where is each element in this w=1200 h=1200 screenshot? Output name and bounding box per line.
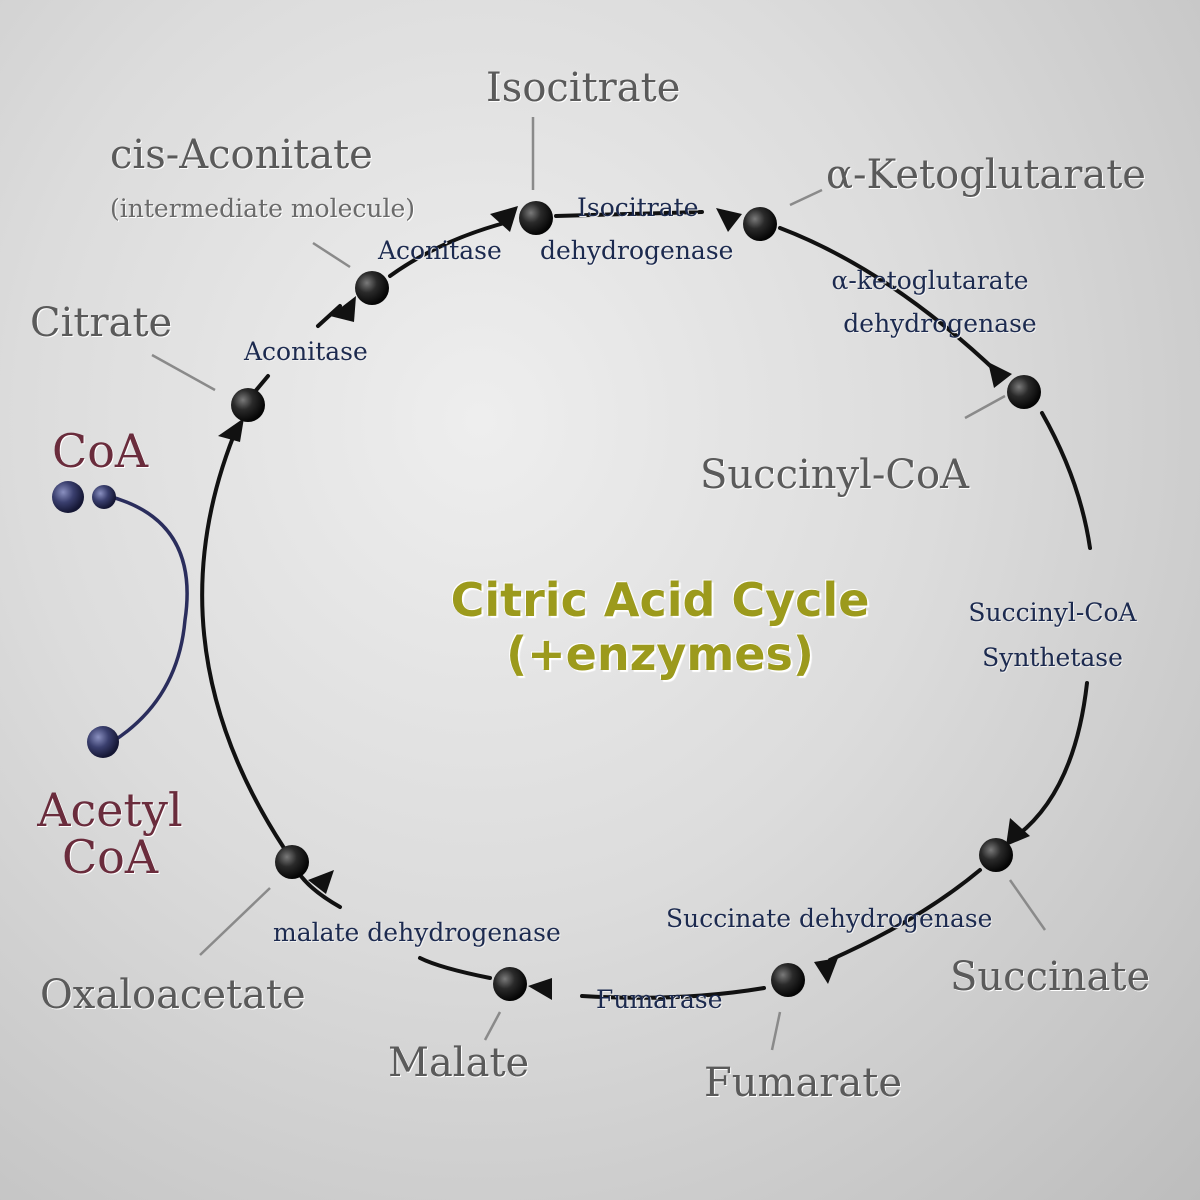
malate-node [493,967,527,1001]
enzyme-akg-dehydrogenase-line2: dehydrogenase [843,309,1037,338]
molecule-citrate: Citrate [30,300,173,346]
succinate-node [979,838,1013,872]
input-acetyl-coa-line1: Acetyl [37,783,183,837]
molecule-cis-aconitate-note: (intermediate molecule) [110,194,416,223]
succinyl-coa-node [1007,375,1041,409]
coa-link-line [107,494,189,744]
enzyme-aconitase-upper: Aconitase [378,236,502,265]
enzyme-malate-dehydrogenase: malate dehydrogenase [273,918,561,947]
arrowheads [218,206,1030,1000]
cis-aconitate-node [355,271,389,305]
enzyme-isocitrate-dehydrogenase-line1: Isocitrate [577,193,699,222]
molecule-oxaloacetate: Oxaloacetate [40,972,306,1018]
enzyme-succinyl-coa-synthetase-line2: Synthetase [982,643,1123,672]
enzyme-succinate-dehydrogenase: Succinate dehydrogenase [666,904,993,933]
oxaloacetate-node [275,845,309,879]
enzyme-aconitase-lower: Aconitase [244,337,368,366]
input-acetyl-coa-line2: CoA [61,830,159,884]
enzyme-succinyl-coa-synthetase-line1: Succinyl-CoA [968,598,1137,627]
molecule-succinyl-coa: Succinyl-CoA [700,452,970,498]
fumarate-node [771,963,805,997]
molecule-fumarate: Fumarate [704,1060,903,1106]
molecule-cis-aconitate: cis-Aconitate [110,132,373,178]
cycle-nodes [231,201,1041,1001]
alpha-ketoglutarate-node [743,207,777,241]
citrate-node [231,388,265,422]
molecule-isocitrate: Isocitrate [486,65,681,111]
molecule-succinate: Succinate [950,954,1151,1000]
coa-node [52,481,84,513]
cycle-arrows [200,210,1092,1000]
diagram-title: Citric Acid Cycle [450,573,870,627]
acetyl-coa-node [87,726,119,758]
leader-lines [151,117,1047,1051]
enzyme-isocitrate-dehydrogenase-line2: dehydrogenase [540,236,734,265]
isocitrate-node [519,201,553,235]
coa-small-node [92,485,116,509]
molecule-alpha-ketoglutarate: α-Ketoglutarate [826,152,1146,198]
enzyme-akg-dehydrogenase-line1: α-ketoglutarate [831,266,1029,295]
diagram-subtitle: (+enzymes) [506,627,814,681]
input-coa: CoA [52,424,149,478]
molecule-malate: Malate [388,1040,530,1086]
enzyme-fumarase: Fumarase [596,985,723,1014]
